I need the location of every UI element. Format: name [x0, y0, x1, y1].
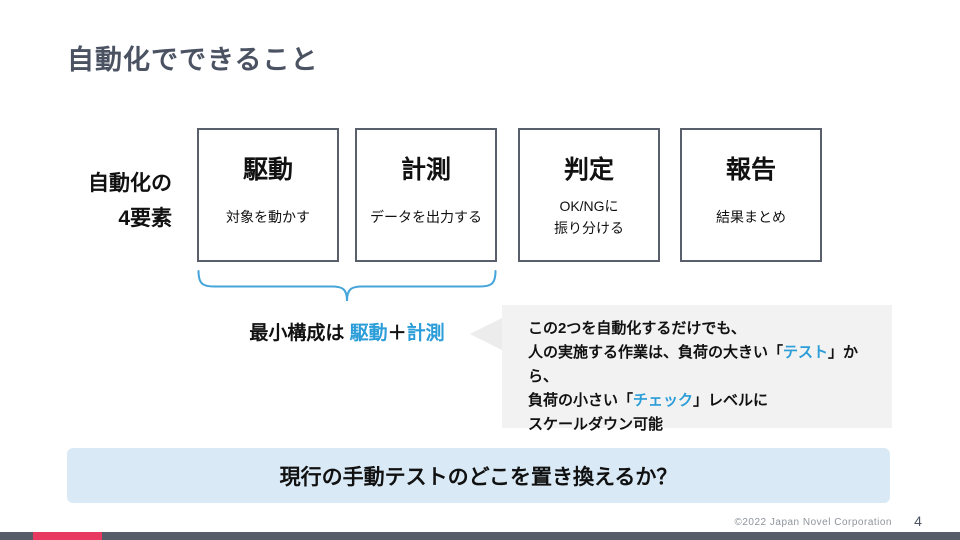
box-drive: 駆動 対象を動かす: [197, 128, 339, 262]
box-drive-desc: 対象を動かす: [226, 190, 310, 260]
callout-line3-pre: 負荷の小さい「: [528, 392, 634, 409]
four-elements-label: 自動化の 4要素: [40, 166, 172, 236]
box-judge-desc-line2: 振り分ける: [554, 220, 624, 236]
box-judge: 判定 OK/NGに 振り分ける: [518, 128, 660, 262]
brace-icon: [197, 270, 497, 303]
callout-tail-icon: [470, 318, 502, 350]
four-elements-label-line1: 自動化の: [88, 172, 172, 195]
box-measure-desc: データを出力する: [370, 190, 482, 260]
box-report-title: 報告: [725, 156, 776, 184]
min-config-prefix: 最小構成は: [249, 323, 350, 344]
footer-bar: [0, 532, 960, 540]
copyright-text: ©2022 Japan Novel Corporation: [734, 517, 892, 528]
callout-line2: 人の実施する作業は、負荷の大きい「テスト」から、: [528, 341, 880, 389]
box-judge-desc: OK/NGに 振り分ける: [554, 190, 624, 260]
callout-line3: 負荷の小さい「チェック」レベルに: [528, 389, 880, 413]
box-report: 報告 結果まとめ: [680, 128, 822, 262]
min-config-term1: 駆動: [349, 323, 388, 344]
min-config-plus: ＋: [387, 323, 407, 344]
box-judge-desc-line1: OK/NGに: [559, 197, 619, 214]
footer-bar-red-accent: [33, 532, 102, 540]
callout-line2-highlight: テスト: [783, 344, 829, 361]
min-config-text: 最小構成は 駆動＋計測: [197, 318, 497, 345]
callout-line4: スケールダウン可能: [528, 416, 664, 433]
box-drive-desc-line1: 対象を動かす: [226, 208, 310, 225]
four-elements-label-line2: 4要素: [118, 207, 172, 230]
page-title: 自動化でできること: [67, 45, 319, 75]
box-measure-desc-line1: データを出力する: [370, 208, 482, 225]
box-measure: 計測 データを出力する: [355, 128, 497, 262]
question-banner-text: 現行の手動テストのどこを置き換えるか？: [279, 465, 678, 489]
box-report-desc-line1: 結果まとめ: [716, 208, 786, 225]
callout-line3-post: 」レベルに: [693, 392, 769, 409]
box-drive-title: 駆動: [242, 156, 293, 184]
callout-line3-highlight: チェック: [633, 392, 694, 409]
callout-line2-pre: 人の実施する作業は、負荷の大きい「: [528, 344, 784, 361]
callout-line1: この2つを自動化するだけでも、: [528, 320, 746, 337]
box-measure-title: 計測: [400, 156, 451, 184]
page-number: 4: [914, 513, 922, 529]
box-report-desc: 結果まとめ: [716, 190, 786, 260]
question-banner: 現行の手動テストのどこを置き換えるか？: [67, 448, 890, 503]
callout-line2-post: 」から、: [528, 344, 859, 385]
min-config-term2: 計測: [406, 323, 445, 344]
box-judge-title: 判定: [563, 156, 614, 184]
callout-note: この2つを自動化するだけでも、 人の実施する作業は、負荷の大きい「テスト」から、…: [470, 305, 892, 433]
